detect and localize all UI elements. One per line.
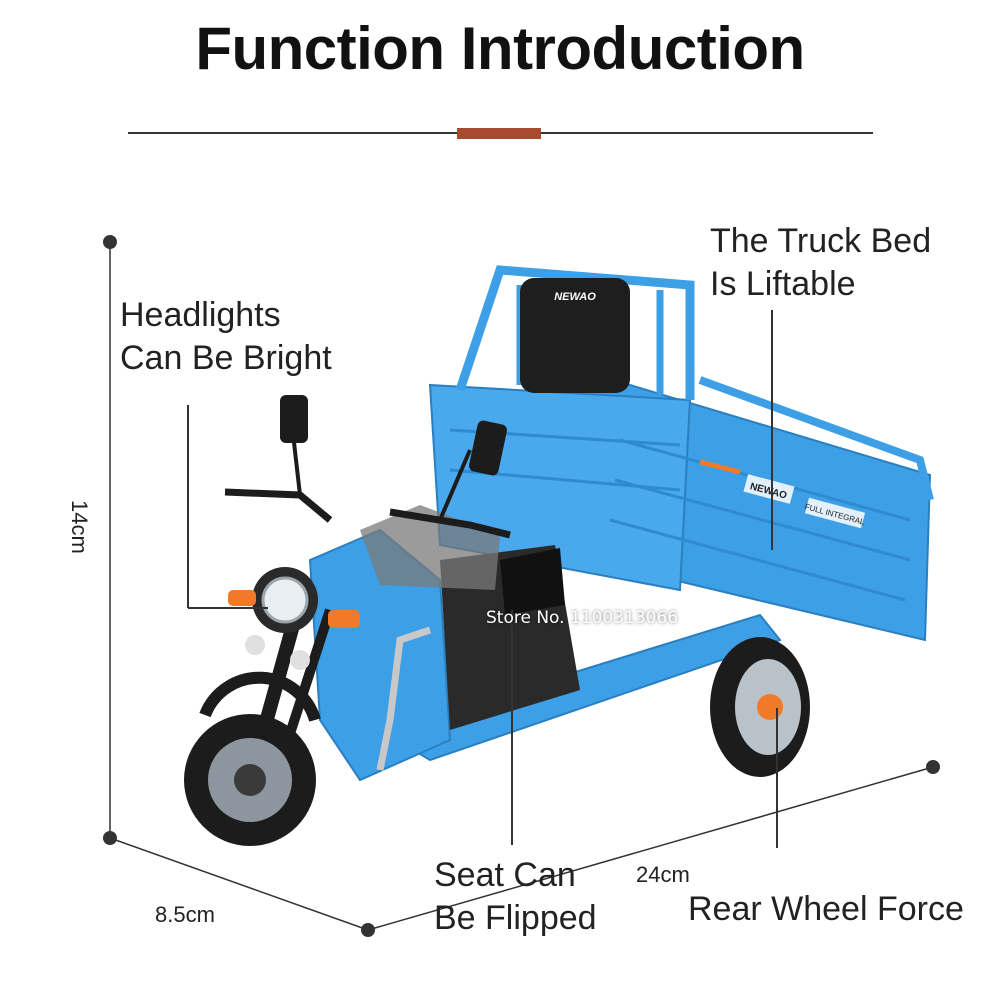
truck-bed-callout: The Truck Bed Is Liftable: [710, 220, 931, 306]
title-divider: [128, 128, 873, 139]
seat-line2: Be Flipped: [434, 899, 597, 937]
tricycle-illustration: NEWAO NEWAO FULL INTEGRAL: [184, 265, 934, 846]
headlights-line2: Can Be Bright: [120, 339, 332, 377]
headlights-leader-line: [187, 405, 268, 609]
truck-bed-line1: The Truck Bed: [710, 222, 932, 260]
chrome-pipe: [376, 626, 432, 771]
length-dimension-line: [367, 760, 940, 931]
width-dimension-line: [109, 837, 375, 937]
height-dimension-label: 14cm: [67, 500, 92, 554]
backrest-cushion: [520, 278, 630, 393]
divider-accent: [457, 128, 541, 139]
seat-brand-label: NEWAO: [554, 291, 596, 303]
mirror-right: [469, 420, 507, 476]
length-dimension-label: 24cm: [636, 862, 690, 887]
left-turn-signal: [228, 590, 256, 606]
handlebar-left: [224, 488, 333, 523]
height-dimension-line: [103, 235, 117, 845]
seat-line1: Seat Can: [434, 856, 576, 894]
headlights-callout: Headlights Can Be Bright: [120, 294, 332, 380]
width-dimension-label: 8.5cm: [155, 902, 215, 927]
front-wheel: [184, 714, 316, 846]
page-title: Function Introduction: [195, 15, 805, 82]
truck-bed-line2: Is Liftable: [710, 265, 856, 303]
mirror-left: [280, 395, 308, 443]
store-watermark: Store No. 1100313066: [486, 608, 679, 628]
headboard-frame: [455, 265, 695, 400]
rear-wheel: [710, 637, 810, 777]
handlebar-right: [389, 508, 511, 539]
right-turn-signal: [328, 610, 360, 628]
seat-callout: Seat Can Be Flipped: [434, 854, 597, 940]
rear-wheel-callout: Rear Wheel Force: [688, 890, 964, 928]
headlight-lens: [261, 576, 309, 624]
headlights-line1: Headlights: [120, 296, 281, 334]
